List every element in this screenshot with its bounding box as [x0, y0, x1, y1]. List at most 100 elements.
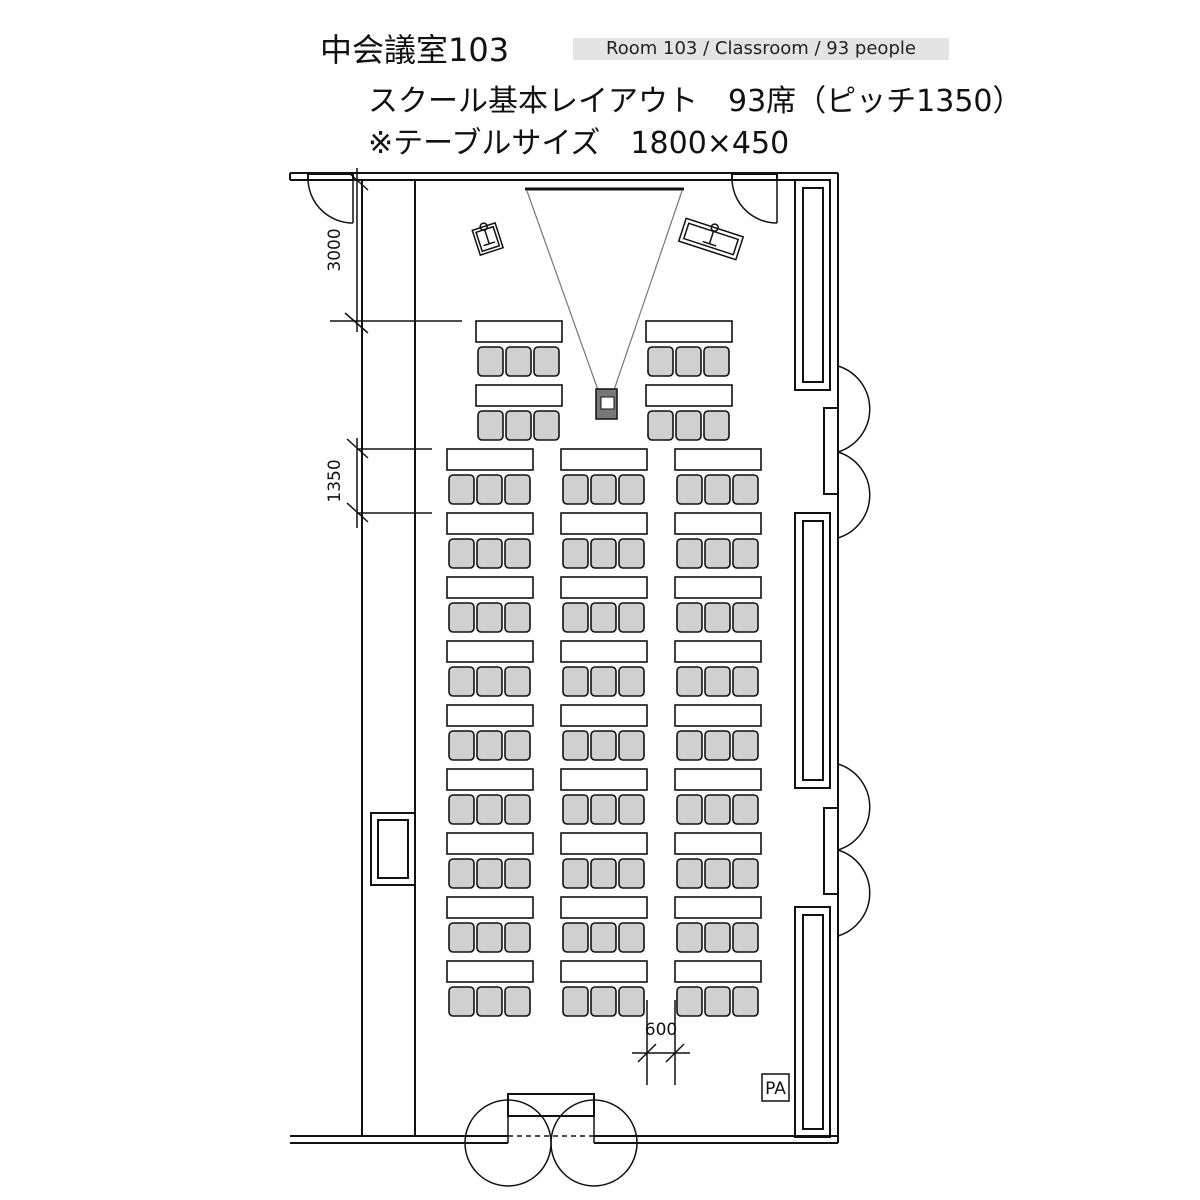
table-unit [560, 704, 648, 761]
table-unit [560, 448, 648, 505]
room-badge: Room 103 / Classroom / 93 people [573, 38, 949, 60]
dimension-aisle: 600 [632, 1000, 690, 1085]
chair [448, 858, 475, 889]
chair [703, 410, 730, 441]
chair [732, 858, 759, 889]
table [446, 960, 534, 983]
chair [618, 602, 645, 633]
chair [448, 794, 475, 825]
chair [504, 858, 531, 889]
chair [618, 794, 645, 825]
table [645, 384, 733, 407]
table [446, 640, 534, 663]
dimension-label-3000: 3000 [325, 228, 345, 271]
table-unit [446, 576, 534, 633]
table [446, 576, 534, 599]
dimension-label-600: 600 [645, 1020, 677, 1040]
chair [704, 666, 731, 697]
dimension-front-gap: 3000 [325, 168, 462, 334]
chair [477, 346, 504, 377]
table-unit [560, 576, 648, 633]
chair [704, 922, 731, 953]
table-unit [475, 320, 563, 377]
table [560, 832, 648, 855]
chair [590, 730, 617, 761]
dimension-row-pitch: 1350 [325, 438, 432, 528]
layout-description: スクール基本レイアウト 93席（ピッチ1350） [368, 84, 1023, 119]
table [446, 704, 534, 727]
chair [618, 858, 645, 889]
chair [448, 666, 475, 697]
chair [676, 858, 703, 889]
dimension-label-1350: 1350 [325, 459, 345, 502]
chair [732, 666, 759, 697]
chair [590, 474, 617, 505]
table-unit [560, 896, 648, 953]
lectern-right [677, 217, 745, 261]
chair [562, 922, 589, 953]
table [446, 832, 534, 855]
pa-label: PA [765, 1079, 786, 1099]
chair [676, 730, 703, 761]
chair [732, 538, 759, 569]
table-unit [560, 512, 648, 569]
chair [647, 346, 674, 377]
chair [590, 602, 617, 633]
chair [704, 538, 731, 569]
chair [476, 858, 503, 889]
table-unit [645, 320, 733, 377]
chair [533, 346, 560, 377]
chair [476, 474, 503, 505]
table [674, 448, 762, 471]
chair [676, 794, 703, 825]
chair [448, 602, 475, 633]
chair [504, 538, 531, 569]
chair [562, 538, 589, 569]
table [674, 960, 762, 983]
table [475, 320, 563, 343]
right-wall-cabinets [794, 179, 839, 1138]
chair [647, 410, 674, 441]
chair [676, 602, 703, 633]
table-unit [446, 704, 534, 761]
chair [476, 922, 503, 953]
table-unit [560, 768, 648, 825]
table [446, 448, 534, 471]
table-unit [560, 960, 648, 1017]
chair [590, 666, 617, 697]
table-unit [475, 384, 563, 441]
table-unit [674, 960, 762, 1017]
chair [590, 538, 617, 569]
chair [476, 602, 503, 633]
table [674, 768, 762, 791]
table [674, 512, 762, 535]
table [446, 768, 534, 791]
bottom-double-door [464, 1093, 638, 1187]
chair [676, 922, 703, 953]
table [446, 896, 534, 919]
chair [704, 794, 731, 825]
chair [476, 794, 503, 825]
chair [590, 794, 617, 825]
table-unit [446, 768, 534, 825]
chair [448, 730, 475, 761]
table-unit [446, 512, 534, 569]
seating-area [446, 320, 762, 1017]
chair [504, 730, 531, 761]
chair [618, 474, 645, 505]
chair [676, 474, 703, 505]
table [560, 960, 648, 983]
chair [562, 986, 589, 1017]
chair [476, 666, 503, 697]
table [674, 704, 762, 727]
chair [618, 986, 645, 1017]
table [560, 768, 648, 791]
chair [504, 986, 531, 1017]
chair [477, 410, 504, 441]
table-unit [674, 832, 762, 889]
chair [562, 858, 589, 889]
chair [476, 986, 503, 1017]
chair [675, 346, 702, 377]
chair [704, 602, 731, 633]
